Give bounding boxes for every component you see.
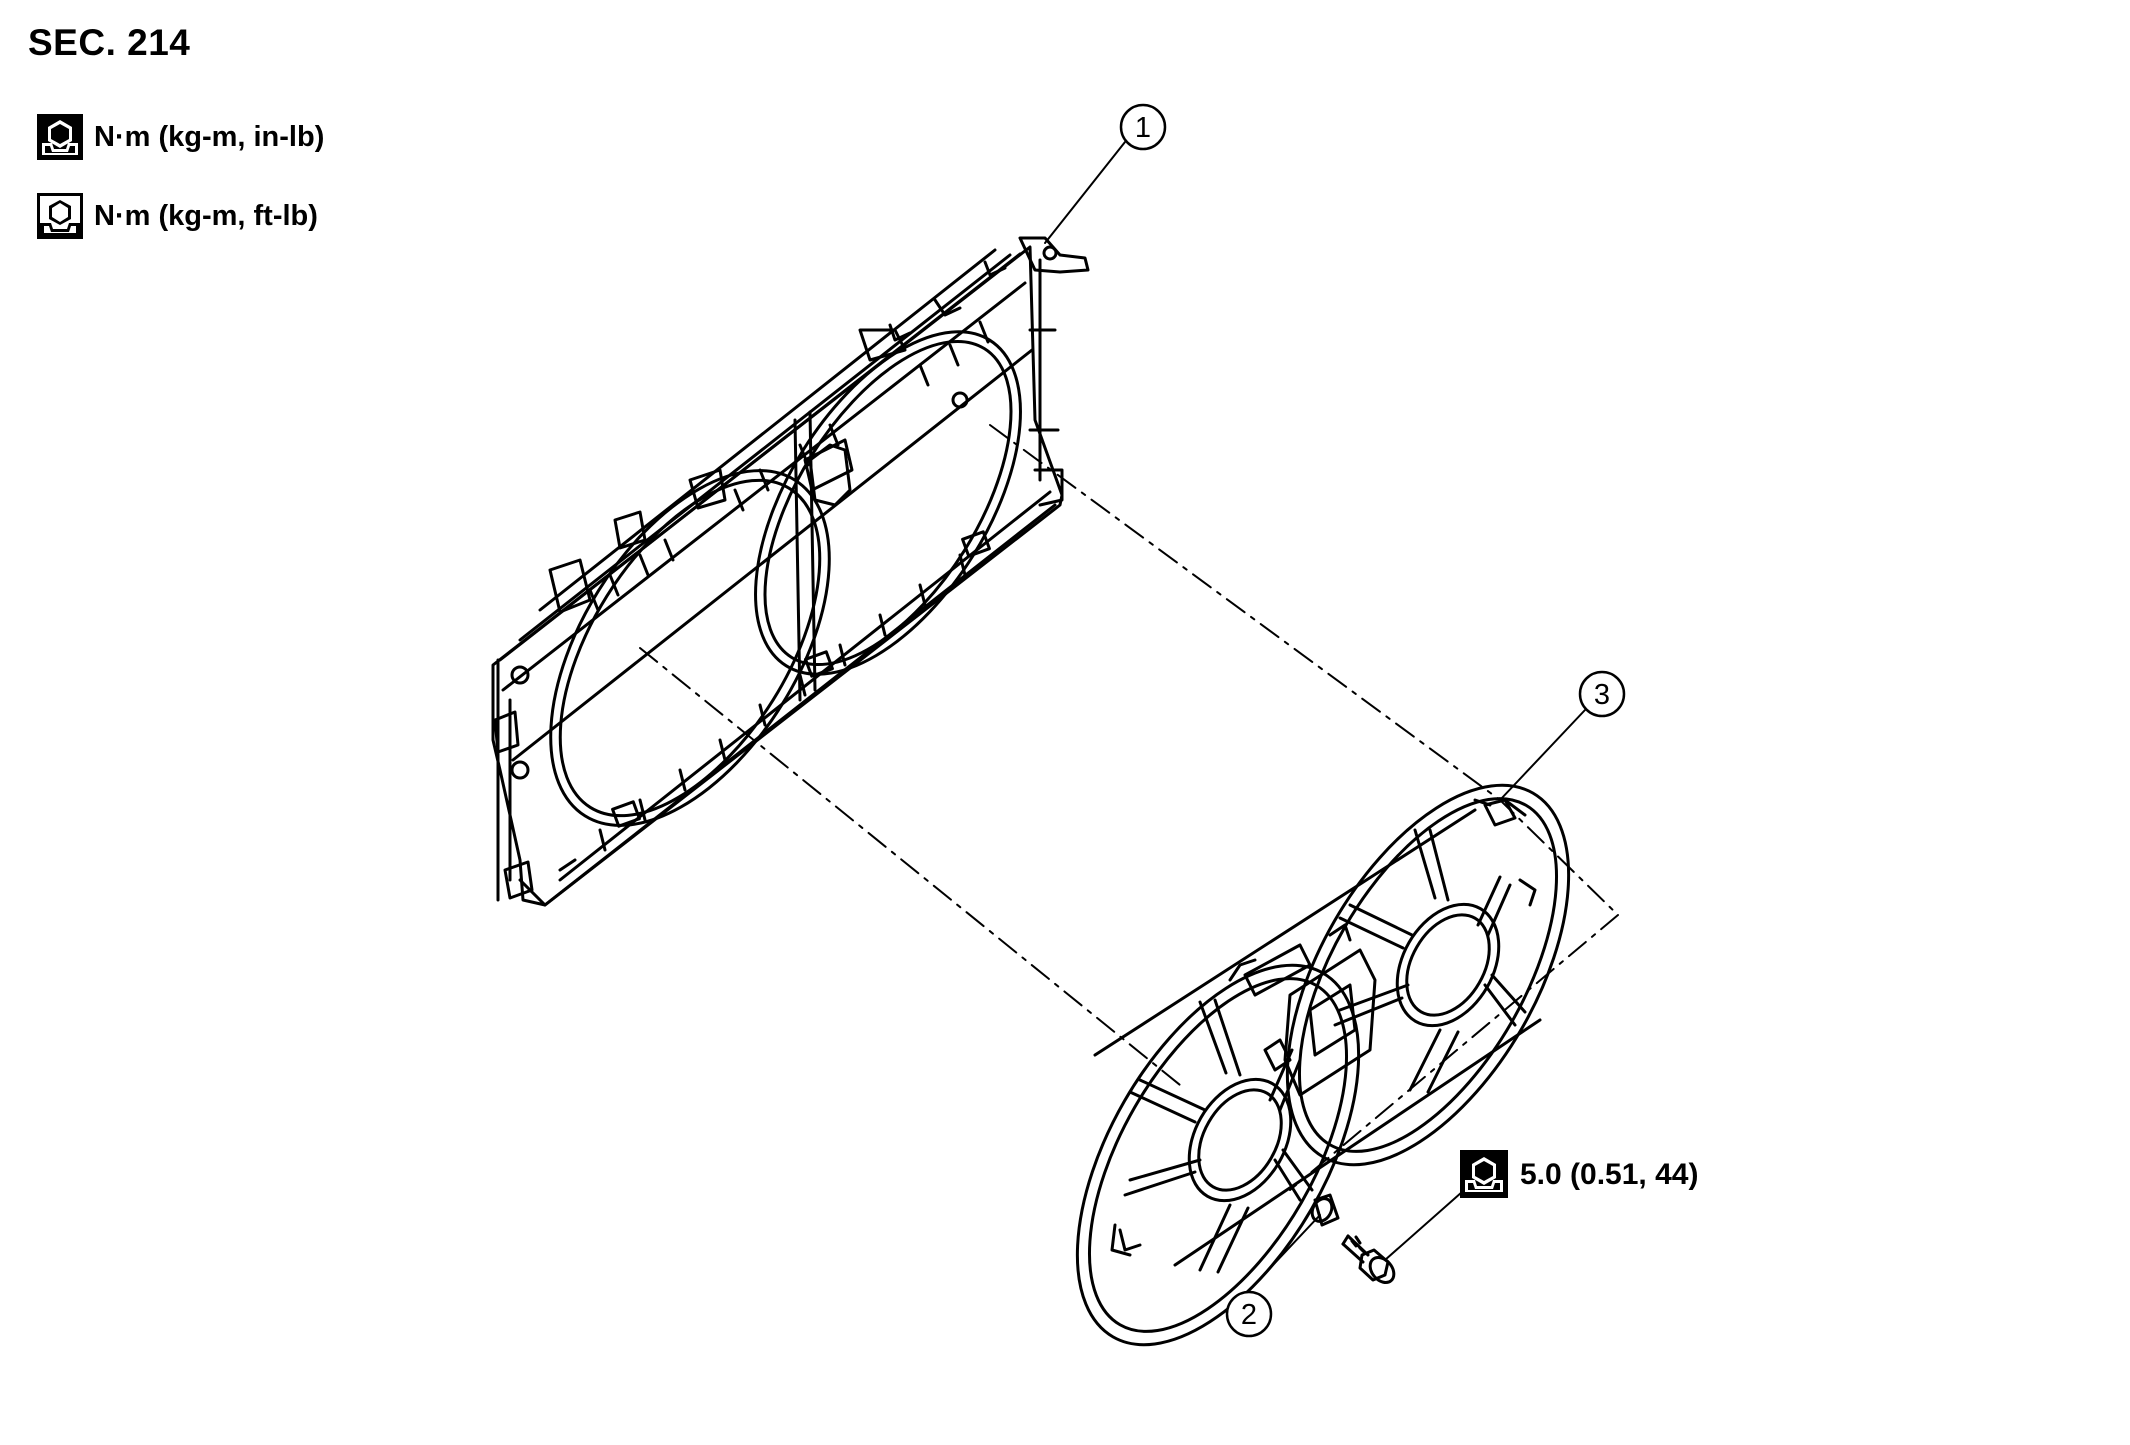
callout-2: 2: [1225, 1290, 1273, 1338]
torque-wrench-outline-icon: [37, 193, 83, 239]
section-title: SEC. 214: [28, 22, 191, 63]
torque-wrench-filled-icon: [1460, 1150, 1508, 1198]
leader-lines: [1044, 141, 1586, 1301]
radiator-fan-assembly: [1075, 783, 1571, 1347]
legend-row-in-lb: N·m (kg-m, in-lb): [36, 113, 324, 161]
callout-1-number: 1: [1135, 112, 1151, 144]
legend-unit-ft-lb: N·m (kg-m, ft-lb): [94, 199, 318, 232]
mounting-bolt: [1341, 1234, 1396, 1285]
callout-1: 1: [1119, 103, 1167, 151]
callout-3: 3: [1578, 670, 1626, 718]
legend-row-ft-lb: N·m (kg-m, ft-lb): [36, 192, 318, 240]
radiator-shroud-frame: [491, 236, 1090, 907]
callout-2-number: 2: [1241, 1299, 1257, 1331]
torque-spec: 5.0 (0.51, 44): [1460, 1150, 1698, 1198]
alignment-lines: [639, 424, 1619, 1191]
grommet: [1310, 1193, 1340, 1227]
legend-unit-in-lb: N·m (kg-m, in-lb): [94, 120, 325, 153]
torque-wrench-filled-icon: [37, 114, 83, 160]
torque-spec-value: 5.0 (0.51, 44): [1520, 1158, 1698, 1191]
callout-3-number: 3: [1594, 679, 1610, 711]
